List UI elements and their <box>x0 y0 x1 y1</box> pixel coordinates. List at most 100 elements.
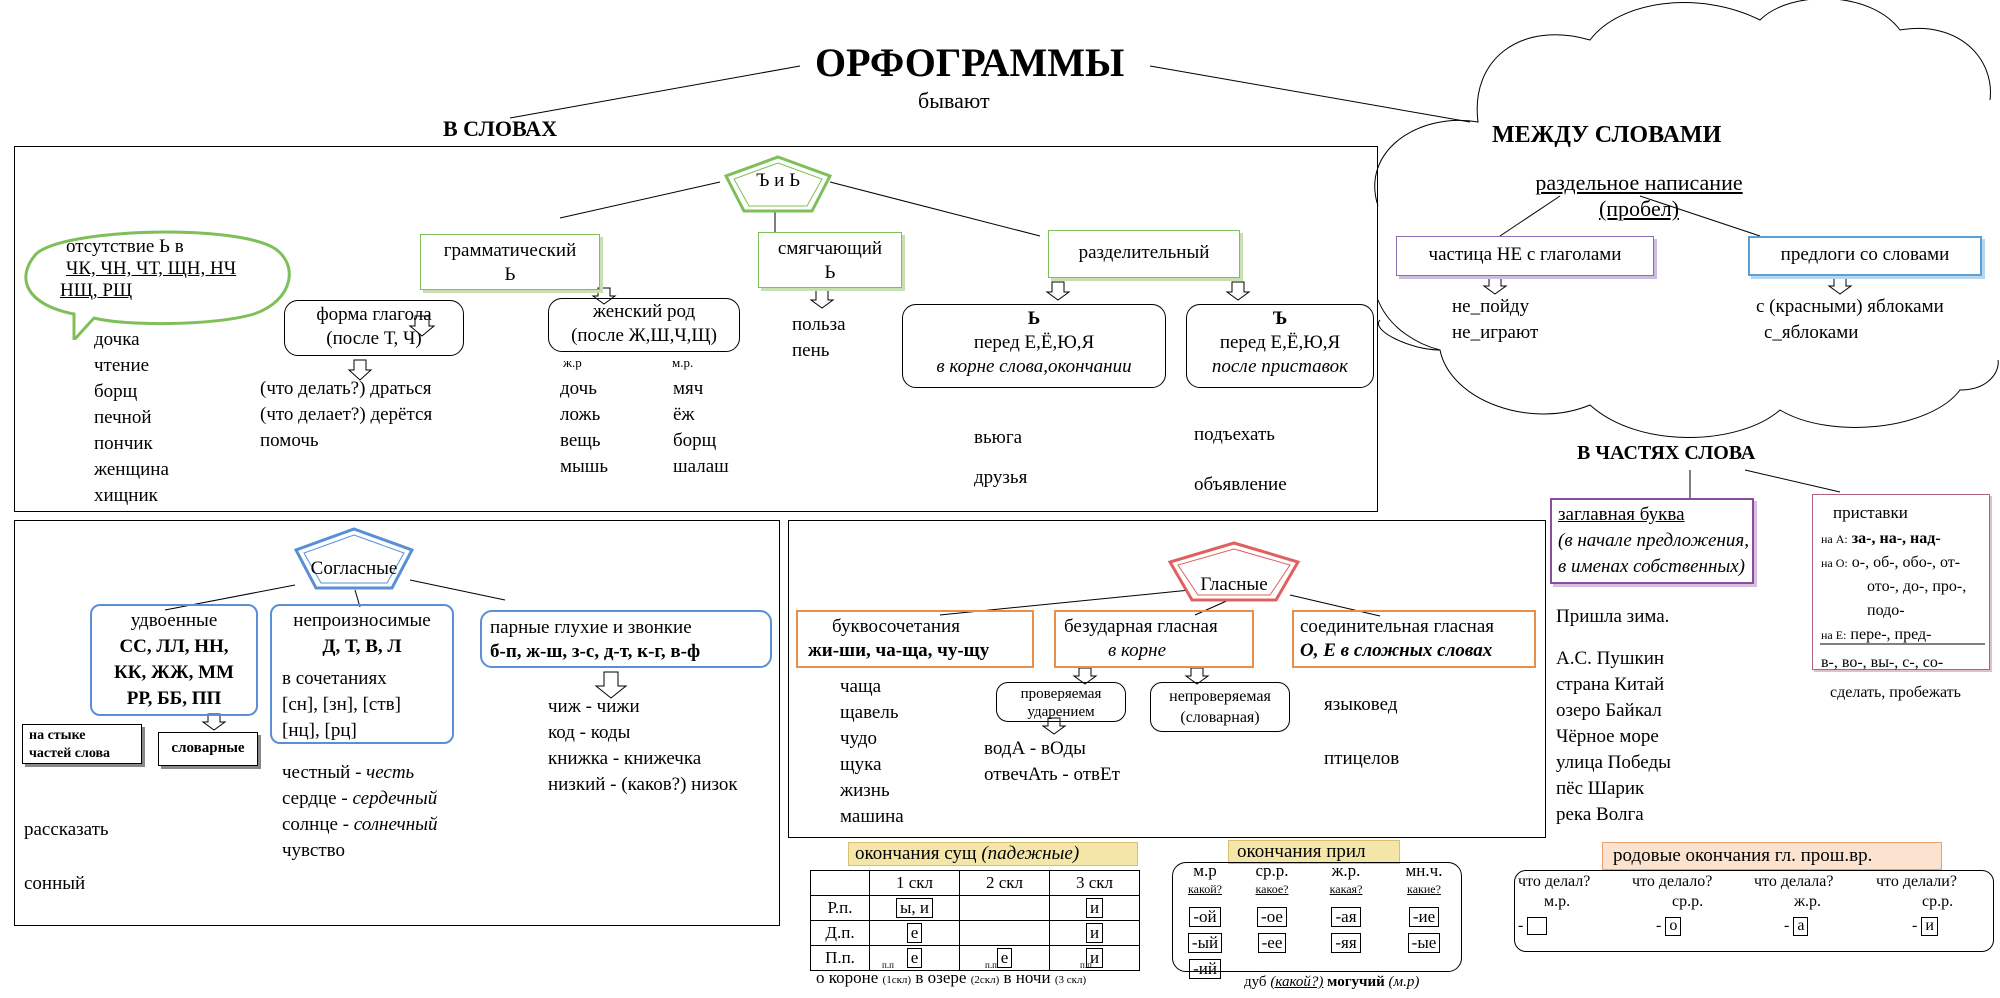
noun-ending-cell: и <box>1049 920 1140 946</box>
adj-example-word: могучий <box>1327 974 1385 990</box>
unpronounced-word: солнце <box>282 814 338 835</box>
hard-sep-place: после приставок <box>1211 356 1349 377</box>
paired-example: чиж - чижи <box>548 696 640 717</box>
absence-example: дочка <box>94 329 140 350</box>
verb-gender: м.р. <box>1544 893 1571 910</box>
combo-example: щука <box>840 754 882 775</box>
paired-example: код - коды <box>548 722 631 743</box>
capital-letter-box: заглавная буква (в начале предложения, в… <box>1550 498 1754 584</box>
softening-example: польза <box>792 314 846 335</box>
verb-endings-box <box>1514 870 1994 952</box>
paired-label: парные глухие и звонкие <box>490 617 692 638</box>
noun-endings-title: окончания сущ (падежные) <box>848 842 1138 866</box>
adj-ending: -ой <box>1189 907 1221 927</box>
noun-example-declension: (2скл) <box>970 974 1000 986</box>
verb-ending: а <box>1793 917 1809 936</box>
verb-question: что делали? <box>1876 873 1957 890</box>
unpronounced-word: сердце <box>282 788 337 809</box>
absence-combos-2: НЩ, РЩ <box>60 280 133 301</box>
softening-label: смягчающий <box>777 238 883 259</box>
adj-ending: -ие <box>1408 907 1440 927</box>
noun-col-head: 3 скл <box>1049 870 1140 896</box>
page-subtitle: бывают <box>918 88 990 113</box>
letter-combos-label: буквосочетания <box>832 616 960 637</box>
capital-example: улица Победы <box>1556 752 1671 773</box>
consonants-node-shape <box>293 527 415 590</box>
double-consonants-box: удвоенные СС, ЛЛ, НН, КК, ЖЖ, ММ РР, ББ,… <box>90 604 258 716</box>
verb-ending: и <box>1921 917 1938 936</box>
softening-example: пень <box>792 340 830 361</box>
connecting-label: соединительная гласная <box>1300 616 1495 637</box>
hard-sep-example: объявление <box>1194 474 1287 495</box>
prefix-group-label: на Е: <box>1821 628 1847 642</box>
noun-col-head: 1 скл <box>869 870 960 896</box>
absence-example: чтение <box>94 355 150 376</box>
soft-sep-rule: перед Е,Ё,Ю,Я <box>973 332 1095 353</box>
hard-sep-examples: подъехать объявление <box>1194 410 1287 510</box>
noun-ending: и <box>1085 898 1104 918</box>
unstressed-place: в корне <box>1108 640 1167 661</box>
noun-col-head <box>810 870 870 896</box>
noun-ending: и <box>1085 948 1104 968</box>
prefix-group-label: на О: <box>1821 556 1848 570</box>
absence-callout-shape <box>24 230 291 340</box>
softening-sign: Ь <box>824 262 836 283</box>
prefixes-box: приставки на А: за-, на-, над- на О: о-,… <box>1812 494 1990 671</box>
combo-example: чаща <box>840 676 882 697</box>
unpronounced-check-word: честь <box>366 762 415 783</box>
paired-letters: б-п, ж-ш, з-с, д-т, к-г, в-ф <box>490 641 701 662</box>
verb-ending <box>1527 917 1548 936</box>
fem-example: мышь <box>560 456 609 477</box>
section-between-words: МЕЖДУ СЛОВАМИ <box>1492 122 1722 148</box>
noun-example-declension: (1скл) <box>882 974 912 986</box>
noun-endings-example: о короне (1скл) в озере (2скл) в ночи (3… <box>816 968 1086 988</box>
noun-ending-cell: ы, и <box>869 895 960 921</box>
pp-mark: п.п <box>1080 960 1092 970</box>
unstressed-example: отвечАть - отвЕт <box>984 764 1120 785</box>
pp-mark: п.п <box>985 960 997 970</box>
double-label: удвоенные <box>130 610 218 631</box>
connecting-box: соединительная гласная О, Е в сложных сл… <box>1292 610 1536 668</box>
connecting-example: языковед <box>1324 694 1398 715</box>
noun-ending-cell <box>959 895 1050 921</box>
combo-example: машина <box>840 806 904 827</box>
verb-question: что делала? <box>1754 873 1834 890</box>
double-examples: рассказать сонный <box>24 803 109 911</box>
hard-sep-example: подъехать <box>1194 424 1275 445</box>
grammatical-sign: Ь <box>504 264 516 285</box>
softening-examples: польза пень <box>792 312 846 364</box>
adj-gender: ж.р. <box>1331 861 1361 880</box>
capital-example: река Волга <box>1556 804 1644 825</box>
verb-question: что делал? <box>1518 873 1591 890</box>
absence-combos-1: ЧК, ЧН, ЧТ, ЩН, НЧ <box>66 258 237 279</box>
grammatical-label: грамматический <box>443 240 577 261</box>
separate-writing-label: раздельное написание <box>1535 170 1743 195</box>
soft-separating-box: Ь перед Е,Ё,Ю,Я в корне слова,окончании <box>902 304 1166 388</box>
fem-column-head: ж.р <box>563 355 582 370</box>
fem-example: вещь <box>560 430 601 451</box>
unpronounced-examples: честный - честь сердце - сердечный солнц… <box>282 762 438 861</box>
noun-ending: ы, и <box>895 898 934 918</box>
absence-examples: дочка чтение борщ печной пончик женщина … <box>94 327 169 509</box>
adj-question: какие? <box>1407 882 1441 896</box>
noun-case: Д.п. <box>810 920 870 946</box>
capital-rule: (в начале предложения, <box>1558 530 1749 551</box>
verb-form-label: форма глагола <box>316 304 432 325</box>
fem-example: ложь <box>560 404 601 425</box>
ne-examples: не_пойду не_играют <box>1452 294 1538 346</box>
adj-ending: -ее <box>1257 933 1287 953</box>
prefix-group-label: на А: <box>1821 532 1848 546</box>
soft-hard-sign-panel <box>14 146 1378 512</box>
capital-example: страна Китай <box>1556 674 1665 695</box>
separate-writing-note: (пробел) <box>1598 196 1680 221</box>
double-example: рассказать <box>24 819 109 840</box>
double-letters: РР, ББ, ПП <box>126 688 222 709</box>
double-letters: КК, ЖЖ, ММ <box>114 662 234 683</box>
adj-ending: -ая <box>1331 907 1361 927</box>
soft-sep-place: в корне слова,окончании <box>936 356 1132 377</box>
softening-box: смягчающий Ь <box>758 232 902 288</box>
feminine-note: (после Ж,Ш,Ч,Щ) <box>571 325 717 346</box>
noun-col-head: 2 скл <box>959 870 1050 896</box>
fem-examples: дочь ложь вещь мышь <box>560 376 608 480</box>
adj-ending: -ое <box>1257 907 1287 927</box>
